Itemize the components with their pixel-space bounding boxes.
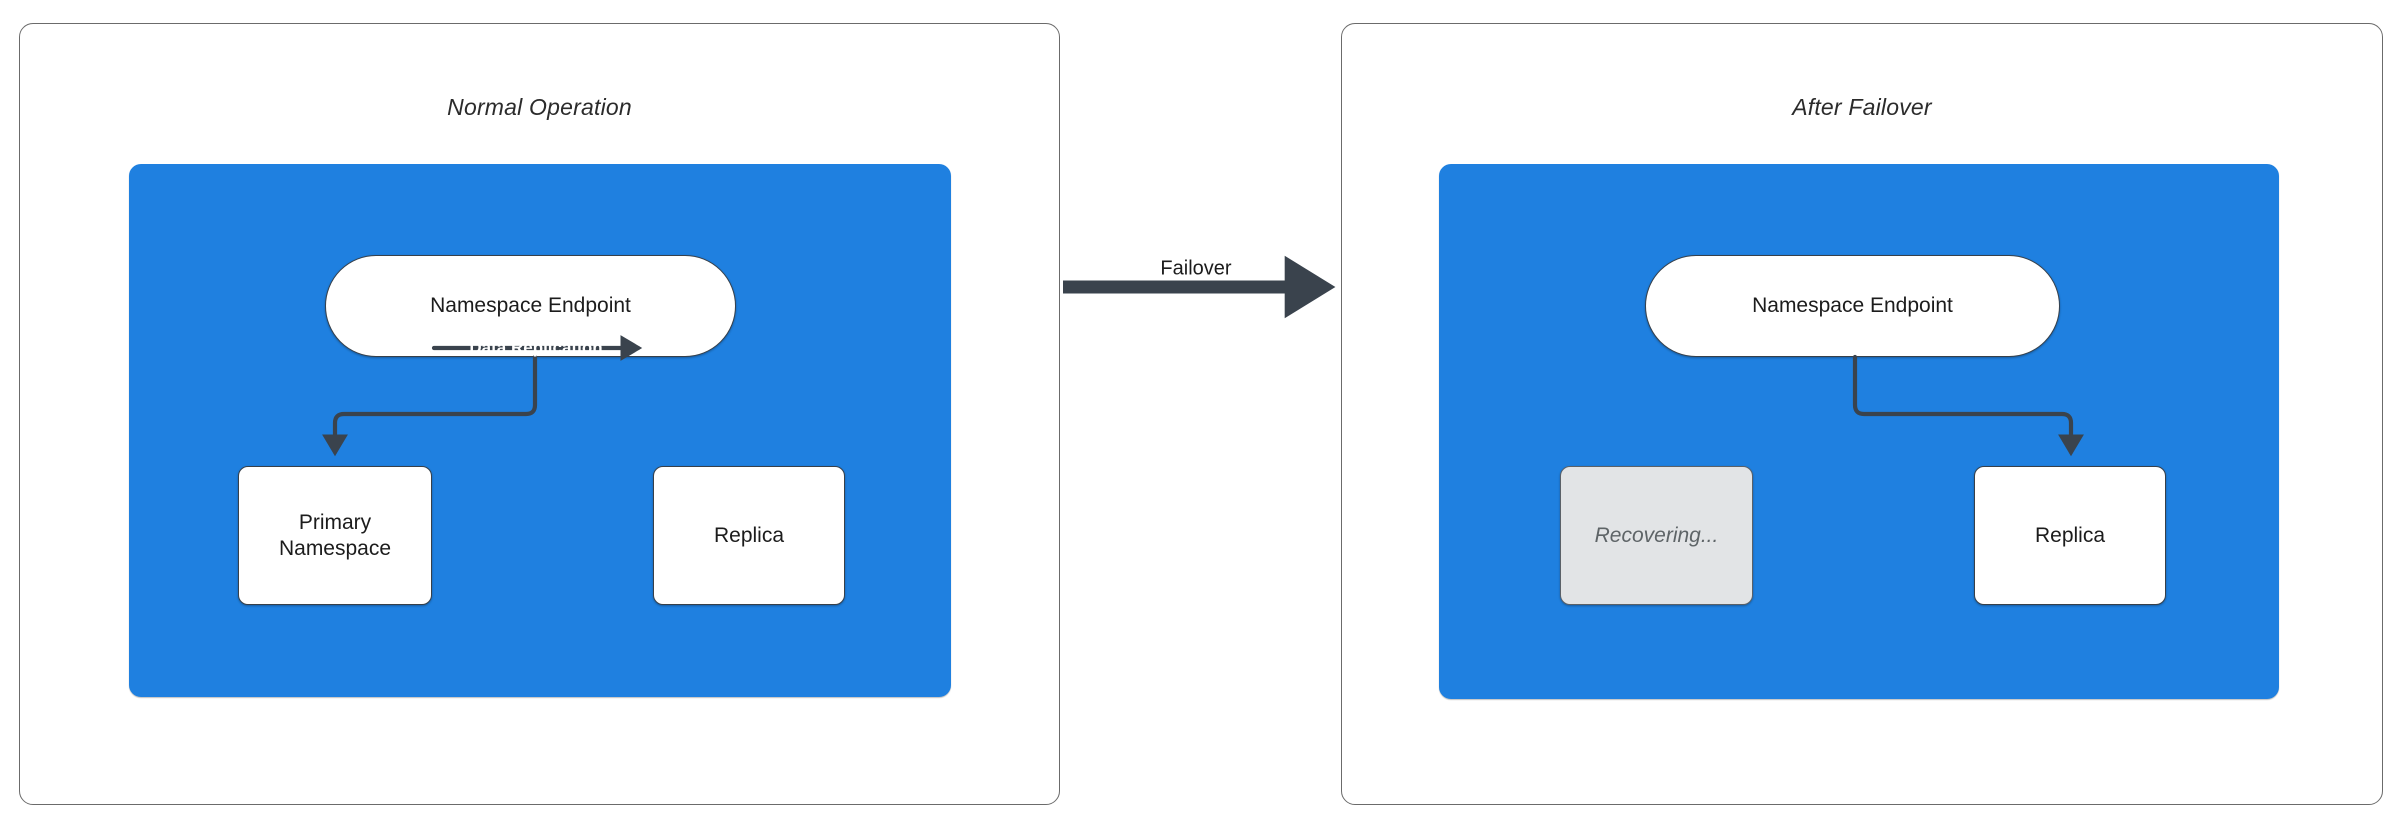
node-recovering[interactable]: Recovering... bbox=[1560, 466, 1753, 605]
cluster-normal-operation bbox=[129, 164, 951, 697]
edge-label-failover: Failover bbox=[1154, 257, 1238, 281]
node-label: Replica bbox=[713, 523, 785, 547]
node-primary-namespace[interactable]: Primary Namespace bbox=[238, 466, 432, 605]
node-label: Replica bbox=[2034, 523, 2106, 547]
node-replica-left[interactable]: Replica bbox=[653, 466, 845, 605]
node-namespace-endpoint-left[interactable]: Namespace Endpoint bbox=[325, 255, 736, 357]
panel-after-failover: After Failover bbox=[1341, 23, 2383, 805]
panel-normal-operation: Normal Operation bbox=[19, 23, 1060, 805]
node-replica-right[interactable]: Replica bbox=[1974, 466, 2166, 605]
node-namespace-endpoint-right[interactable]: Namespace Endpoint bbox=[1645, 255, 2060, 357]
node-label: Primary Namespace bbox=[271, 510, 399, 561]
node-label: Namespace Endpoint bbox=[430, 294, 631, 318]
node-label-line2: Namespace bbox=[278, 536, 392, 560]
node-label: Recovering... bbox=[1594, 523, 1719, 547]
node-label: Namespace Endpoint bbox=[1752, 294, 1953, 318]
cluster-after-failover bbox=[1439, 164, 2279, 699]
panel-title-after-failover: After Failover bbox=[1792, 94, 1932, 120]
panel-title-normal-operation: Normal Operation bbox=[447, 94, 632, 120]
edge-label-data-replication: Data Replication bbox=[469, 338, 603, 357]
node-label-line1: Primary bbox=[298, 510, 372, 534]
